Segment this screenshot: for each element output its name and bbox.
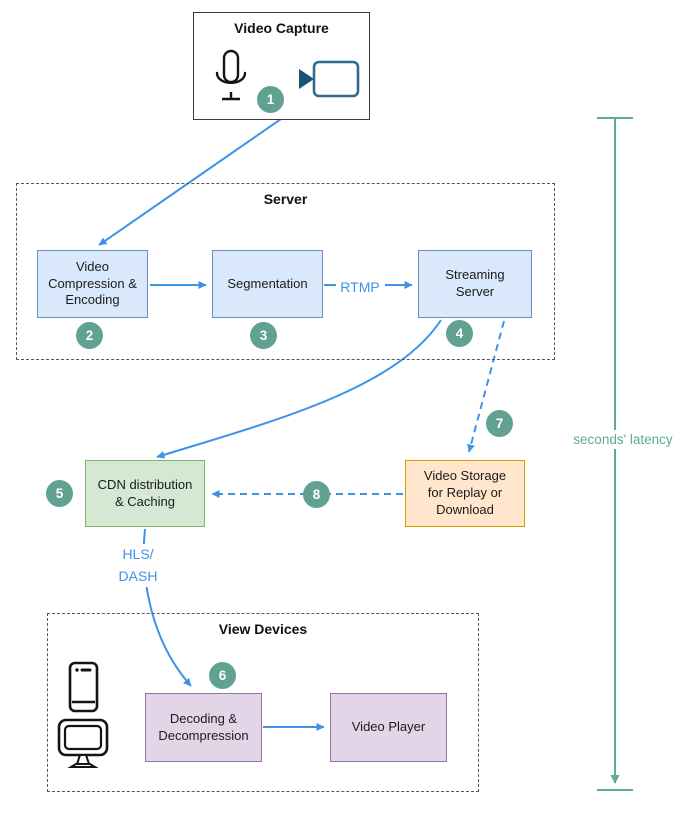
rtmp-label: RTMP — [340, 279, 380, 295]
node-video-player: Video Player — [330, 693, 447, 762]
node-decoding-decompression: Decoding & Decompression — [145, 693, 262, 762]
smartphone-icon — [68, 661, 99, 713]
step-badge-5: 5 — [46, 480, 73, 507]
latency-span-line — [597, 117, 633, 791]
server-group: Server — [16, 183, 555, 360]
node-label: Segmentation — [227, 275, 308, 291]
view-devices-title: View Devices — [218, 621, 308, 637]
step-badge-7: 7 — [486, 410, 513, 437]
hls-dash-label: HLS/ DASH — [107, 544, 169, 588]
node-segmentation: Segmentation — [212, 250, 323, 318]
node-label: Streaming Server — [445, 267, 505, 299]
step-badge-8: 8 — [303, 481, 330, 508]
node-label: Video Player — [351, 719, 426, 735]
edge-streaming-to-storage — [467, 320, 505, 453]
node-streaming-server: Streaming Server — [418, 250, 532, 318]
latency-label: seconds' latency — [556, 430, 690, 449]
step-badge-6: 6 — [209, 662, 236, 689]
step-badge-1: 1 — [257, 86, 284, 113]
node-cdn-distribution-caching: CDN distribution & Caching — [85, 460, 205, 527]
node-video-compression-encoding: Video Compression & Encoding — [37, 250, 148, 318]
edge-capture-to-compression — [98, 118, 282, 246]
server-title: Server — [263, 191, 308, 207]
node-video-storage: Video Storage for Replay or Download — [405, 460, 525, 527]
monitor-icon — [57, 718, 109, 768]
video-capture-title: Video Capture — [234, 20, 329, 36]
view-devices-group: View Devices — [47, 613, 479, 792]
step-badge-3: 3 — [250, 322, 277, 349]
node-label: Video Compression & Encoding — [48, 258, 137, 308]
video-camera-icon — [299, 60, 360, 98]
step-badge-4: 4 — [446, 320, 473, 347]
microphone-icon — [215, 49, 247, 101]
node-label: Decoding & Decompression — [158, 710, 249, 743]
edge-streaming-to-cdn — [156, 319, 442, 459]
node-label: CDN distribution & Caching — [97, 476, 193, 509]
step-badge-2: 2 — [76, 322, 103, 349]
node-label: Video Storage for Replay or Download — [423, 468, 507, 517]
